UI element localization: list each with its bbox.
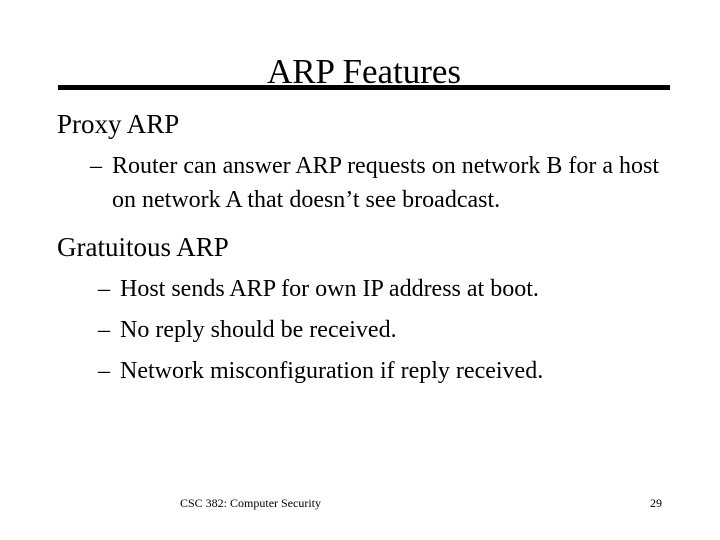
list-item: – Router can answer ARP requests on netw… [0, 149, 720, 217]
bullet-text: Host sends ARP for own IP address at boo… [120, 276, 539, 302]
bullet-dash-icon: – [90, 153, 102, 179]
section-gratuitous-arp: Gratuitous ARP – Host sends ARP for own … [0, 229, 720, 388]
title-divider [58, 85, 670, 90]
section-proxy-arp: Proxy ARP – Router can answer ARP reques… [0, 104, 720, 217]
section-heading-proxy-arp: Proxy ARP [57, 109, 180, 139]
bullet-text: Router can answer ARP requests on networ… [112, 153, 660, 213]
bullet-dash-icon: – [98, 358, 110, 384]
slide-body: Proxy ARP – Router can answer ARP reques… [0, 104, 720, 388]
list-item: – No reply should be received. [0, 313, 720, 347]
list-item: – Host sends ARP for own IP address at b… [0, 272, 720, 306]
slide-footer: CSC 382: Computer Security 29 [0, 494, 720, 514]
bullet-dash-icon: – [98, 276, 110, 302]
bullet-list-proxy-arp: – Router can answer ARP requests on netw… [0, 149, 720, 217]
list-item: – Network misconfiguration if reply rece… [0, 354, 720, 388]
footer-course-label: CSC 382: Computer Security [180, 496, 321, 510]
bullet-list-gratuitous-arp: – Host sends ARP for own IP address at b… [0, 272, 720, 388]
bullet-text: No reply should be received. [120, 317, 397, 343]
section-heading-gratuitous-arp: Gratuitous ARP [57, 232, 229, 262]
bullet-text: Network misconfiguration if reply receiv… [120, 358, 544, 384]
footer-page-number: 29 [650, 496, 662, 510]
page-title: ARP Features [266, 52, 462, 92]
bullet-dash-icon: – [98, 317, 110, 343]
